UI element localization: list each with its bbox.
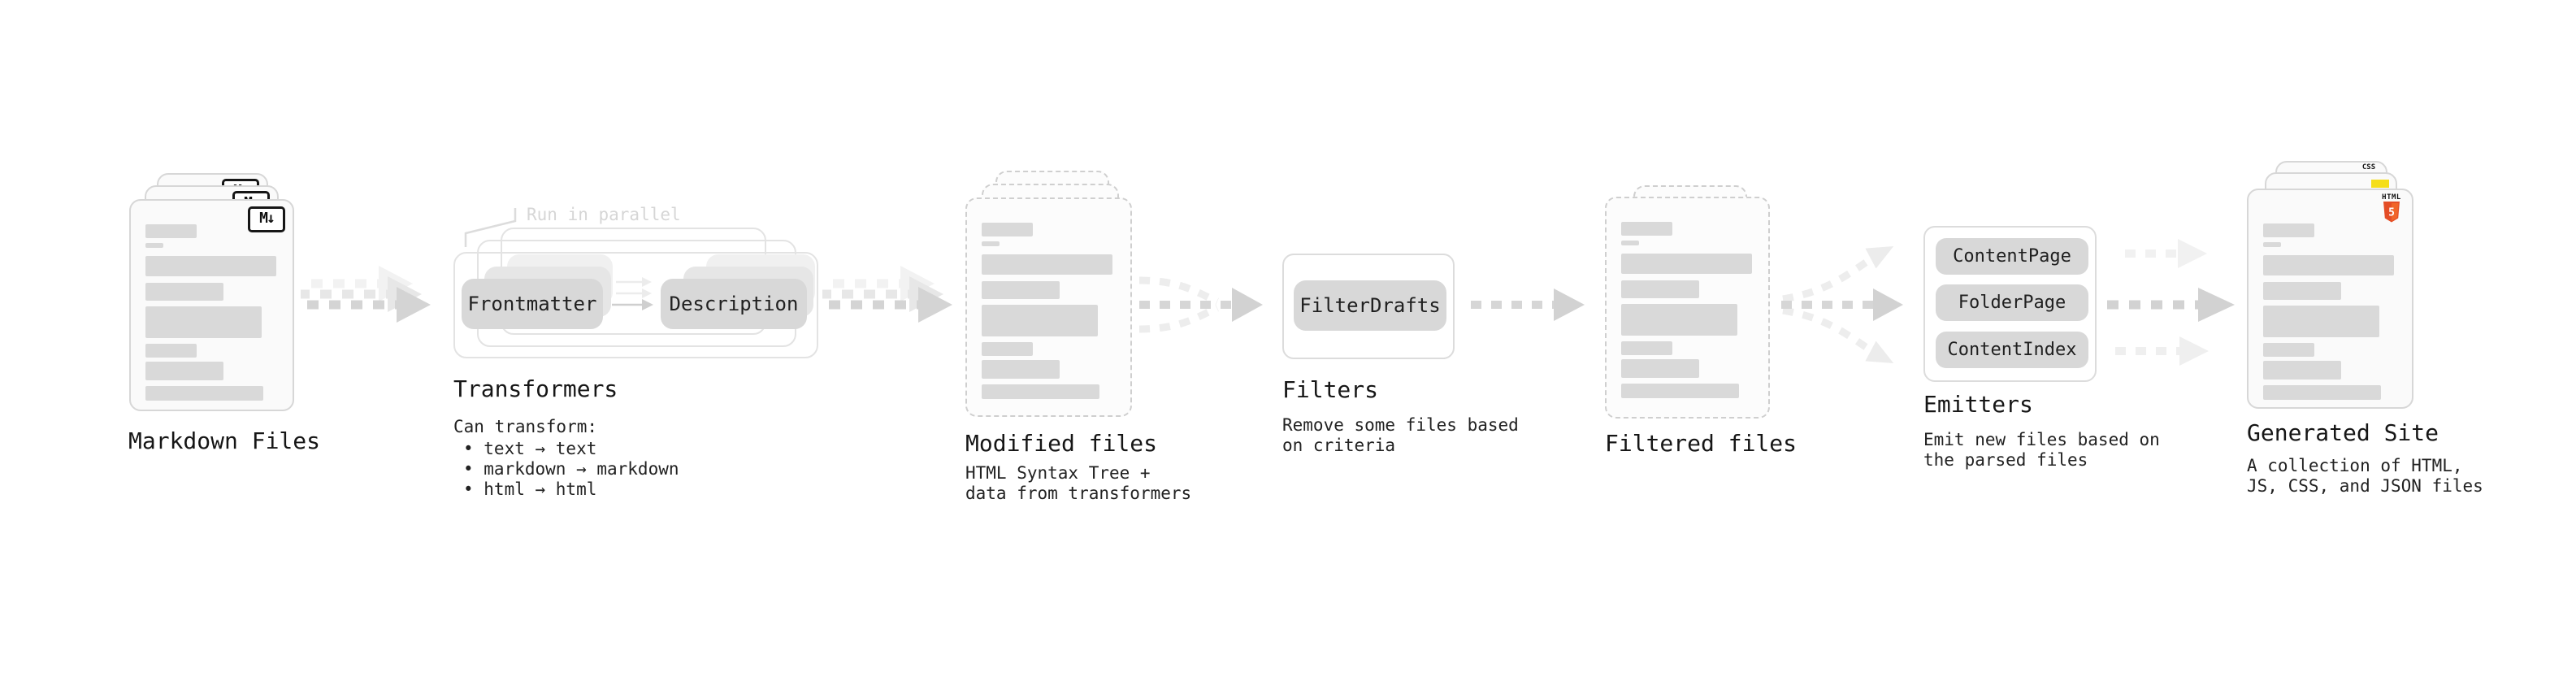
skeleton-bar <box>982 384 1099 399</box>
html5-icon-label: HTML <box>2382 193 2401 202</box>
skeleton-bar <box>1621 254 1752 274</box>
node-label-modified-files: Modified files <box>965 430 1158 457</box>
file-card <box>965 197 1132 417</box>
skeleton-bar <box>982 254 1112 275</box>
flow-arrow-transformers-to-modified <box>822 266 952 323</box>
skeleton-bar <box>2263 343 2314 357</box>
document-skeleton <box>2249 200 2412 407</box>
skeleton-bar <box>1621 384 1739 398</box>
skeleton-bar <box>2263 242 2281 247</box>
html5-icon-number: 5 <box>2388 207 2395 219</box>
run-in-parallel-note: Run in parallel <box>527 205 681 224</box>
document-skeleton <box>967 199 1130 415</box>
skeleton-bar <box>2263 361 2341 380</box>
emitter-pill-contentpage: ContentPage <box>1936 238 2088 275</box>
js-icon <box>2371 180 2389 188</box>
filter-pill-filterdrafts: FilterDrafts <box>1294 280 1446 331</box>
emitters-panel: ContentPage FolderPage ContentIndex <box>1923 226 2097 382</box>
node-heading-filters: Filters <box>1282 376 1379 403</box>
skeleton-bar <box>145 344 197 358</box>
markdown-icon: M↓ <box>248 206 285 232</box>
emitter-pill-folderpage: FolderPage <box>1936 284 2088 321</box>
flow-arrow-modified-to-filters <box>1138 276 1263 333</box>
skeleton-bar <box>2263 306 2379 337</box>
skeleton-bar <box>145 306 262 338</box>
skeleton-bar <box>2263 385 2381 400</box>
skeleton-bar <box>145 224 197 238</box>
skeleton-bar <box>982 305 1098 336</box>
transformer-pill-description: Description <box>661 279 807 329</box>
filters-panel: FilterDrafts <box>1282 254 1455 359</box>
transformers-intro: Can transform: <box>453 417 598 436</box>
skeleton-bar <box>145 386 263 401</box>
file-card: HTML 5 <box>2247 189 2413 409</box>
skeleton-bar <box>1621 359 1699 378</box>
skeleton-bar <box>145 283 223 301</box>
flow-arrow-emitters-to-site <box>2107 239 2235 366</box>
node-heading-transformers: Transformers <box>453 375 618 402</box>
file-card <box>1605 197 1770 419</box>
flow-arrow-filters-to-filtered <box>1471 288 1585 321</box>
transformers-bullet: • markdown → markdown <box>463 459 679 479</box>
transformer-pill-frontmatter: Frontmatter <box>462 279 603 329</box>
node-label-filtered-files: Filtered files <box>1605 430 1798 457</box>
skeleton-bar <box>145 243 163 248</box>
skeleton-bar <box>2263 255 2394 275</box>
document-skeleton <box>131 201 293 410</box>
modified-files-description: HTML Syntax Tree + data from transformer… <box>965 463 1192 503</box>
skeleton-bar <box>1621 241 1639 245</box>
node-label-markdown-files: Markdown Files <box>128 427 321 454</box>
document-skeleton <box>1607 198 1768 417</box>
node-heading-emitters: Emitters <box>1923 391 2033 418</box>
skeleton-bar <box>982 360 1060 379</box>
transformer-annotations <box>464 208 653 310</box>
skeleton-bar <box>2263 282 2341 300</box>
skeleton-bar <box>145 256 276 276</box>
generated-site-description: A collection of HTML, JS, CSS, and JSON … <box>2247 456 2483 496</box>
transformers-bullet: • html → html <box>463 479 597 499</box>
callout-line <box>464 208 517 247</box>
emitters-description: Emit new files based on the parsed files <box>1923 430 2160 470</box>
skeleton-bar <box>2263 223 2314 237</box>
emitter-pill-contentindex: ContentIndex <box>1936 332 2088 368</box>
flow-arrow-markdown-to-transformers <box>301 266 431 323</box>
file-card: M↓ <box>129 199 294 411</box>
filters-description: Remove some files based on criteria <box>1282 415 1519 455</box>
node-label-generated-site: Generated Site <box>2247 419 2439 446</box>
skeleton-bar <box>145 362 223 380</box>
skeleton-bar <box>1621 304 1737 336</box>
skeleton-bar <box>1621 280 1699 298</box>
parallel-box <box>453 252 818 358</box>
skeleton-bar <box>982 241 1000 246</box>
skeleton-bar <box>982 342 1033 356</box>
skeleton-bar <box>1621 222 1672 236</box>
html5-icon: HTML 5 <box>2381 193 2402 226</box>
skeleton-bar <box>1621 341 1672 355</box>
transformers-bullet: • text → text <box>463 439 597 458</box>
skeleton-bar <box>982 281 1060 299</box>
flow-arrow-filtered-to-emitters <box>1781 245 1903 364</box>
skeleton-bar <box>982 223 1033 236</box>
